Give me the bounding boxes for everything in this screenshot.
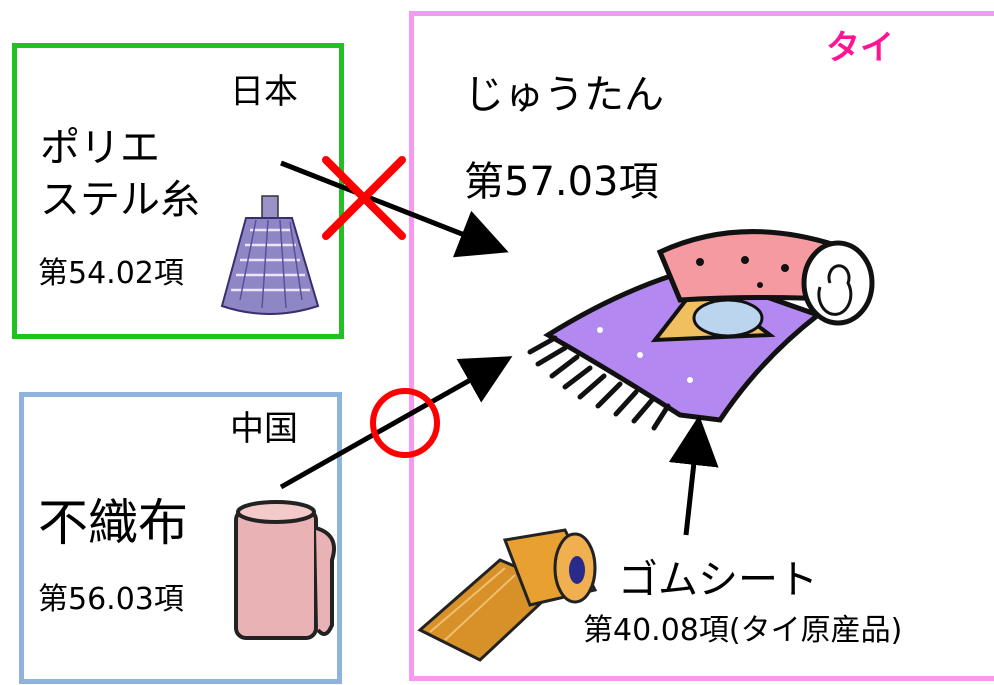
cross-mark-icon [322,156,406,240]
arrow-rubber-to-carpet [668,415,719,536]
japan-label: 日本 [230,72,298,112]
carpet-code: 第57.03項 [464,159,659,205]
polyester-label-line1: ポリエ [40,125,160,171]
thailand-label: タイ [826,28,894,68]
thread-spool-icon [220,195,320,315]
nonwoven-code: 第56.03項 [38,582,184,617]
arrow-china-to-carpet [279,356,513,490]
arrow-japan-to-carpet [280,160,509,258]
polyester-label-line2: ステル糸 [40,177,200,223]
fabric-roll-icon [234,500,336,640]
rubber-code: 第40.08項(タイ原産品) [583,613,903,648]
polyester-code: 第54.02項 [38,256,184,291]
japan-box [12,43,344,339]
carpet-label: じゅうたん [464,72,664,118]
carpet-icon [527,229,875,431]
china-box [19,392,342,684]
rubber-roll-icon [417,528,598,662]
thailand-box [409,11,994,681]
nonwoven-label: 不織布 [38,494,188,552]
rubber-label: ゴムシート [618,557,818,603]
circle-mark-icon [370,388,440,458]
china-label: 中国 [230,409,298,449]
